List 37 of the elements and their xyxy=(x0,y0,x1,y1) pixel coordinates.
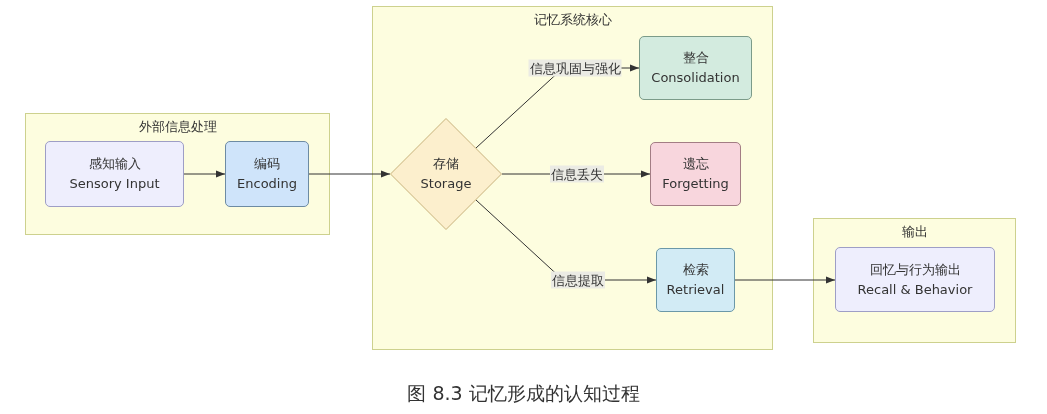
box-label: Forgetting xyxy=(662,175,729,193)
edge-label: 信息丢失 xyxy=(550,165,604,183)
process-box xyxy=(650,142,741,206)
box-label: 存储 xyxy=(433,155,459,173)
group-box xyxy=(25,113,330,235)
arrow xyxy=(308,170,391,178)
box-label: Encoding xyxy=(237,175,297,193)
box-label: Storage xyxy=(420,175,472,193)
box-label: 回忆与行为输出 xyxy=(869,260,961,279)
box-label: Recall & Behavior xyxy=(857,280,973,299)
decision-diamond xyxy=(390,118,502,230)
box-label: Retrieval xyxy=(666,281,725,299)
process-box xyxy=(835,247,995,312)
arrow xyxy=(734,276,836,284)
group-title: 外部信息处理 xyxy=(137,118,218,136)
arrow xyxy=(475,199,657,284)
arrow xyxy=(183,170,226,178)
box-label: 检索 xyxy=(682,261,709,279)
group-title: 记忆系统核心 xyxy=(532,11,613,29)
process-box xyxy=(656,248,735,312)
box-label: 感知输入 xyxy=(88,155,141,173)
edge-label: 信息巩固与强化 xyxy=(528,59,622,77)
group-box xyxy=(813,218,1016,343)
box-label: 整合 xyxy=(682,49,709,67)
process-box xyxy=(225,141,309,207)
group-box xyxy=(372,6,773,350)
box-label: 遗忘 xyxy=(682,155,709,173)
arrow xyxy=(501,170,651,178)
arrow xyxy=(475,64,640,149)
group-title: 输出 xyxy=(900,223,929,241)
box-label: Consolidation xyxy=(651,69,740,87)
process-box xyxy=(45,141,184,207)
figure-caption: 图 8.3 记忆形成的认知过程 xyxy=(406,381,641,406)
box-label: 编码 xyxy=(254,155,280,173)
edge-label: 信息提取 xyxy=(551,271,605,289)
box-label: Sensory Input xyxy=(69,175,160,193)
process-box xyxy=(639,36,752,100)
